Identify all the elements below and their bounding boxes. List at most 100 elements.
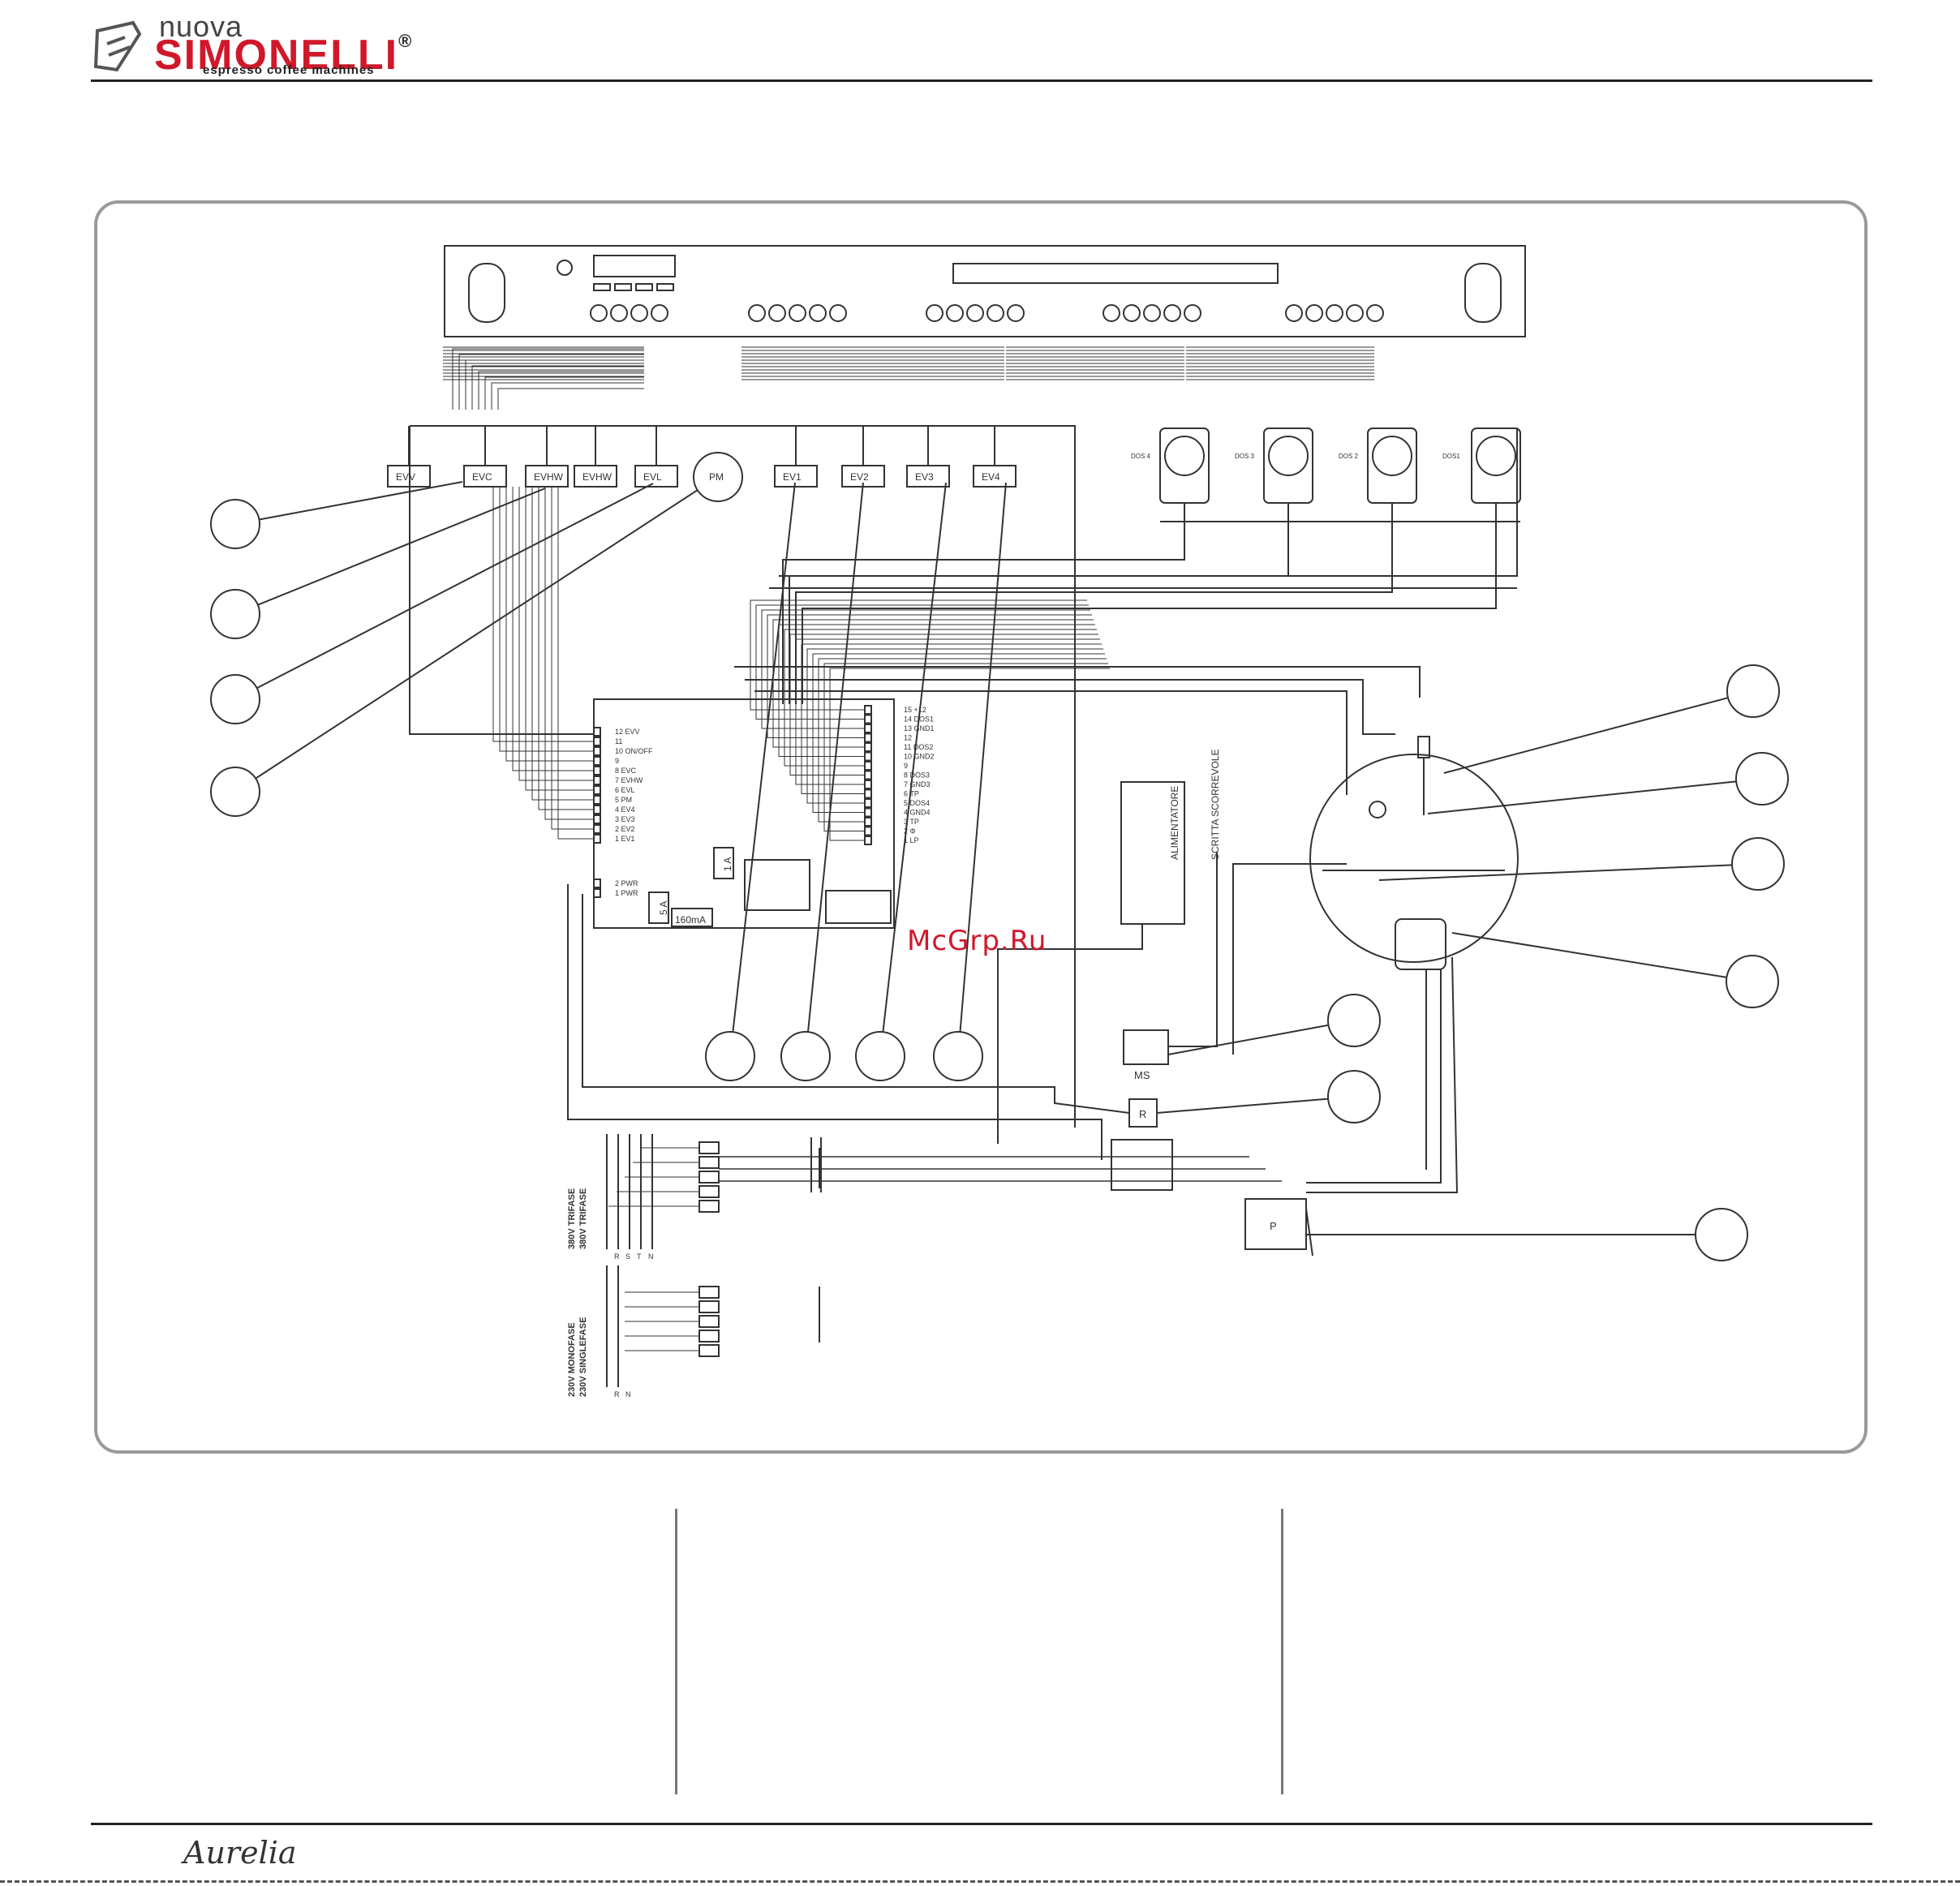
callout-leader <box>882 482 947 1033</box>
panel-button <box>1346 304 1364 322</box>
callout-circle <box>1695 1208 1748 1261</box>
callout-circle <box>1327 1070 1381 1123</box>
panel-button <box>610 304 628 322</box>
panel-button <box>1102 304 1120 322</box>
phase-label: R <box>614 1390 620 1398</box>
valve-label-evv: EVV <box>396 471 415 483</box>
board-power-terminal: 1 PWR <box>615 889 638 897</box>
valve-label-pm: PM <box>709 471 724 483</box>
panel-button <box>789 304 806 322</box>
header-rule <box>91 79 1872 82</box>
callout-circle <box>1735 752 1789 806</box>
callout-leader <box>256 483 654 690</box>
valve-label-ev2: EV2 <box>850 471 869 483</box>
callout-leader <box>1167 1024 1329 1055</box>
board-right-terminal: 11 DOS2 <box>904 743 933 751</box>
phase-label: N <box>625 1390 631 1398</box>
board-left-terminal: 9 <box>615 757 619 765</box>
pressostat-label: P <box>1270 1220 1277 1232</box>
panel-button <box>1163 304 1181 322</box>
callout-leader <box>732 482 796 1033</box>
boiler <box>1309 754 1519 963</box>
doser-label: DOS1 <box>1442 453 1460 460</box>
pressostat-box <box>1244 1198 1307 1250</box>
valve-label-ev1: EV1 <box>783 471 802 483</box>
column-divider-2 <box>1281 1509 1283 1794</box>
callout-circle <box>1726 664 1780 718</box>
supply-label-380v: 380V TRIFASE <box>578 1188 588 1249</box>
panel-button <box>966 304 984 322</box>
panel-button <box>1305 304 1323 322</box>
callout-leader <box>1378 864 1733 881</box>
callout-leader <box>1451 932 1727 978</box>
board-right-terminal: 7 GND3 <box>904 780 931 788</box>
panel-button <box>651 304 668 322</box>
panel-buttons <box>590 283 1384 322</box>
main-switch-label: MS <box>1134 1069 1150 1081</box>
doser-label: DOS 3 <box>1235 453 1255 460</box>
board-right-terminal: 8 DOS3 <box>904 771 930 780</box>
board-left-terminal: 8 EVC <box>615 767 637 775</box>
board-left-terminal: 5 PM <box>615 796 632 804</box>
board-left-terminal: 3 EV3 <box>615 815 635 823</box>
callout-circle <box>705 1031 755 1081</box>
panel-button <box>768 304 786 322</box>
footer-rule <box>91 1823 1872 1825</box>
footer-model-name: Aurelia <box>183 1835 297 1871</box>
board-wiring <box>734 428 1518 795</box>
board-left-terminal: 2 EV2 <box>615 825 635 833</box>
brand-logo-icon <box>93 20 142 72</box>
callout-circle <box>210 674 260 724</box>
panel-button <box>1143 304 1161 322</box>
bottom-dashed-rule <box>0 1880 1960 1883</box>
brand-nuova: nuova <box>159 10 243 43</box>
main-switch-box <box>1123 1029 1169 1065</box>
callout-leader <box>807 482 864 1033</box>
phase-label: T <box>637 1252 642 1261</box>
panel-button <box>1123 304 1141 322</box>
valve-label-ev4: EV4 <box>982 471 1000 483</box>
panel-button <box>1007 304 1025 322</box>
callout-leader <box>259 481 463 521</box>
brand-name: SIMONELLI® <box>154 31 414 79</box>
callout-leader <box>1443 697 1729 774</box>
valve-row <box>387 426 1017 488</box>
board-left-terminal: 6 EVL <box>615 786 635 794</box>
watermark: McGrp.Ru <box>907 925 1047 957</box>
board-right-terminal: 4 GND4 <box>904 809 931 817</box>
phase-label: R <box>614 1252 620 1261</box>
board-right-terminal: 13 GND1 <box>904 724 935 732</box>
callout-leader <box>1427 780 1737 814</box>
power-supply-label: ALIMENTATORE <box>1169 786 1180 860</box>
callout-leader <box>257 488 546 606</box>
board-right-terminal: 3 TP <box>904 818 919 826</box>
callout-circle <box>1726 955 1779 1008</box>
board-power-terminal: 2 PWR <box>615 879 638 887</box>
panel-button <box>1285 304 1303 322</box>
valve-label-evc: EVC <box>472 471 492 483</box>
board-right-terminal: 6 TP <box>904 790 919 798</box>
fuse-label: 5 A <box>658 901 669 915</box>
phase-label: S <box>625 1252 630 1261</box>
callout-circle <box>780 1031 831 1081</box>
control-panel <box>444 245 1526 337</box>
supply-label-380v: 380V TRIFASE <box>567 1188 577 1249</box>
board-right-terminal: 12 <box>904 734 912 742</box>
panel-button <box>590 304 608 322</box>
column-divider-1 <box>675 1509 677 1794</box>
callout-circle <box>210 767 260 817</box>
supply-label-230v: 230V MONOFASE <box>567 1322 577 1397</box>
panel-button <box>829 304 847 322</box>
callout-circle <box>210 499 260 549</box>
board-left-terminal: 12 EVV <box>615 728 640 736</box>
board-right-terminal: 10 GND2 <box>904 753 935 761</box>
panel-button <box>809 304 827 322</box>
pump-motor <box>693 452 743 502</box>
board-right-terminal: 2 Φ <box>904 827 916 836</box>
doser-label: DOS 4 <box>1131 453 1151 460</box>
board-right-terminal: 5 DOS4 <box>904 799 930 807</box>
board-right-terminal: 15 +12 <box>904 706 926 714</box>
panel-button <box>986 304 1004 322</box>
phase-label: N <box>648 1252 654 1261</box>
